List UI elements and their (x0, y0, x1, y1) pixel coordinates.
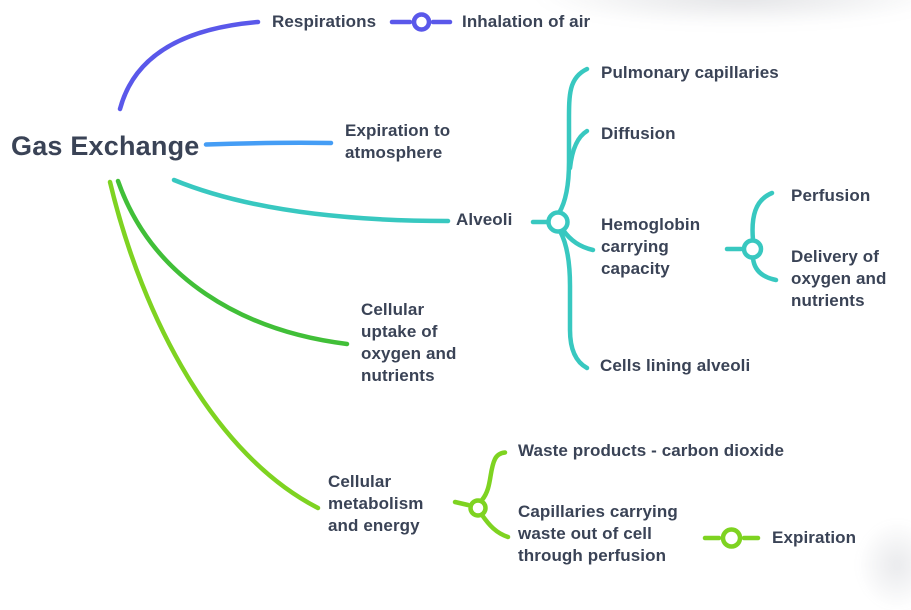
curve-hemoglobin-to-perfusion (750, 190, 775, 243)
curve-root-to-cellular-metabolism (107, 179, 321, 511)
node-capillaries-carrying-waste[interactable]: Capillaries carrying waste out of cell t… (518, 502, 678, 565)
curve-hemoglobin-to-delivery (750, 255, 779, 283)
connector-metabolism-dash (452, 499, 471, 508)
curve-alveoli-to-cells-lining (557, 228, 590, 371)
node-inhalation-of-air[interactable]: Inhalation of air (462, 12, 591, 31)
curve-metabolism-to-waste (479, 450, 508, 503)
node-perfusion[interactable]: Perfusion (791, 186, 871, 205)
branch-expiration-atmosphere-wires (203, 140, 334, 147)
branch-alveoli-wires (171, 66, 779, 371)
branch-cellular-metabolism-wires (107, 179, 761, 549)
branch-cellular-uptake-wires (115, 178, 350, 347)
node-waste-products[interactable]: Waste products - carbon dioxide (518, 441, 785, 460)
node-expiration-to-atmosphere[interactable]: Expiration to atmosphere (345, 121, 451, 162)
node-alveoli[interactable]: Alveoli (456, 210, 513, 229)
curve-root-to-alveoli (171, 177, 451, 224)
curve-alveoli-to-diffusion (567, 128, 590, 171)
node-toggle-alveoli[interactable] (546, 210, 570, 234)
node-cells-lining-alveoli[interactable]: Cells lining alveoli (600, 356, 751, 375)
node-respirations[interactable]: Respirations (272, 12, 377, 31)
node-diffusion[interactable]: Diffusion (601, 124, 676, 143)
node-delivery-of-oxygen[interactable]: Delivery of oxygen and nutrients (791, 247, 887, 310)
mindmap-canvas: Gas Exchange Respirations Inhalation of … (11, 0, 911, 610)
node-toggle-respirations[interactable] (411, 12, 432, 32)
node-toggle-hemoglobin[interactable] (741, 238, 764, 260)
connector-lines (107, 12, 779, 549)
node-pulmonary-capillaries[interactable]: Pulmonary capillaries (601, 63, 779, 82)
curve-alveoli-to-hemoglobin (560, 227, 596, 253)
curve-root-to-expiration-atmosphere (203, 140, 334, 147)
curve-root-to-respirations (117, 19, 261, 112)
node-hemoglobin-carrying-capacity[interactable]: Hemoglobin carrying capacity (601, 215, 701, 278)
node-expiration[interactable]: Expiration (772, 528, 857, 547)
node-cellular-metabolism[interactable]: Cellular metabolism and energy (328, 472, 424, 535)
node-toggle-expiration[interactable] (720, 527, 743, 549)
curve-root-to-cellular-uptake (115, 178, 350, 347)
node-toggle-metabolism[interactable] (468, 498, 488, 518)
root-node-gas-exchange[interactable]: Gas Exchange (11, 131, 200, 161)
node-cellular-uptake[interactable]: Cellular uptake of oxygen and nutrients (361, 300, 457, 385)
curve-alveoli-to-pulmonary (556, 66, 590, 216)
curve-metabolism-to-capillaries (479, 512, 511, 540)
branch-respirations-wires (117, 12, 453, 112)
